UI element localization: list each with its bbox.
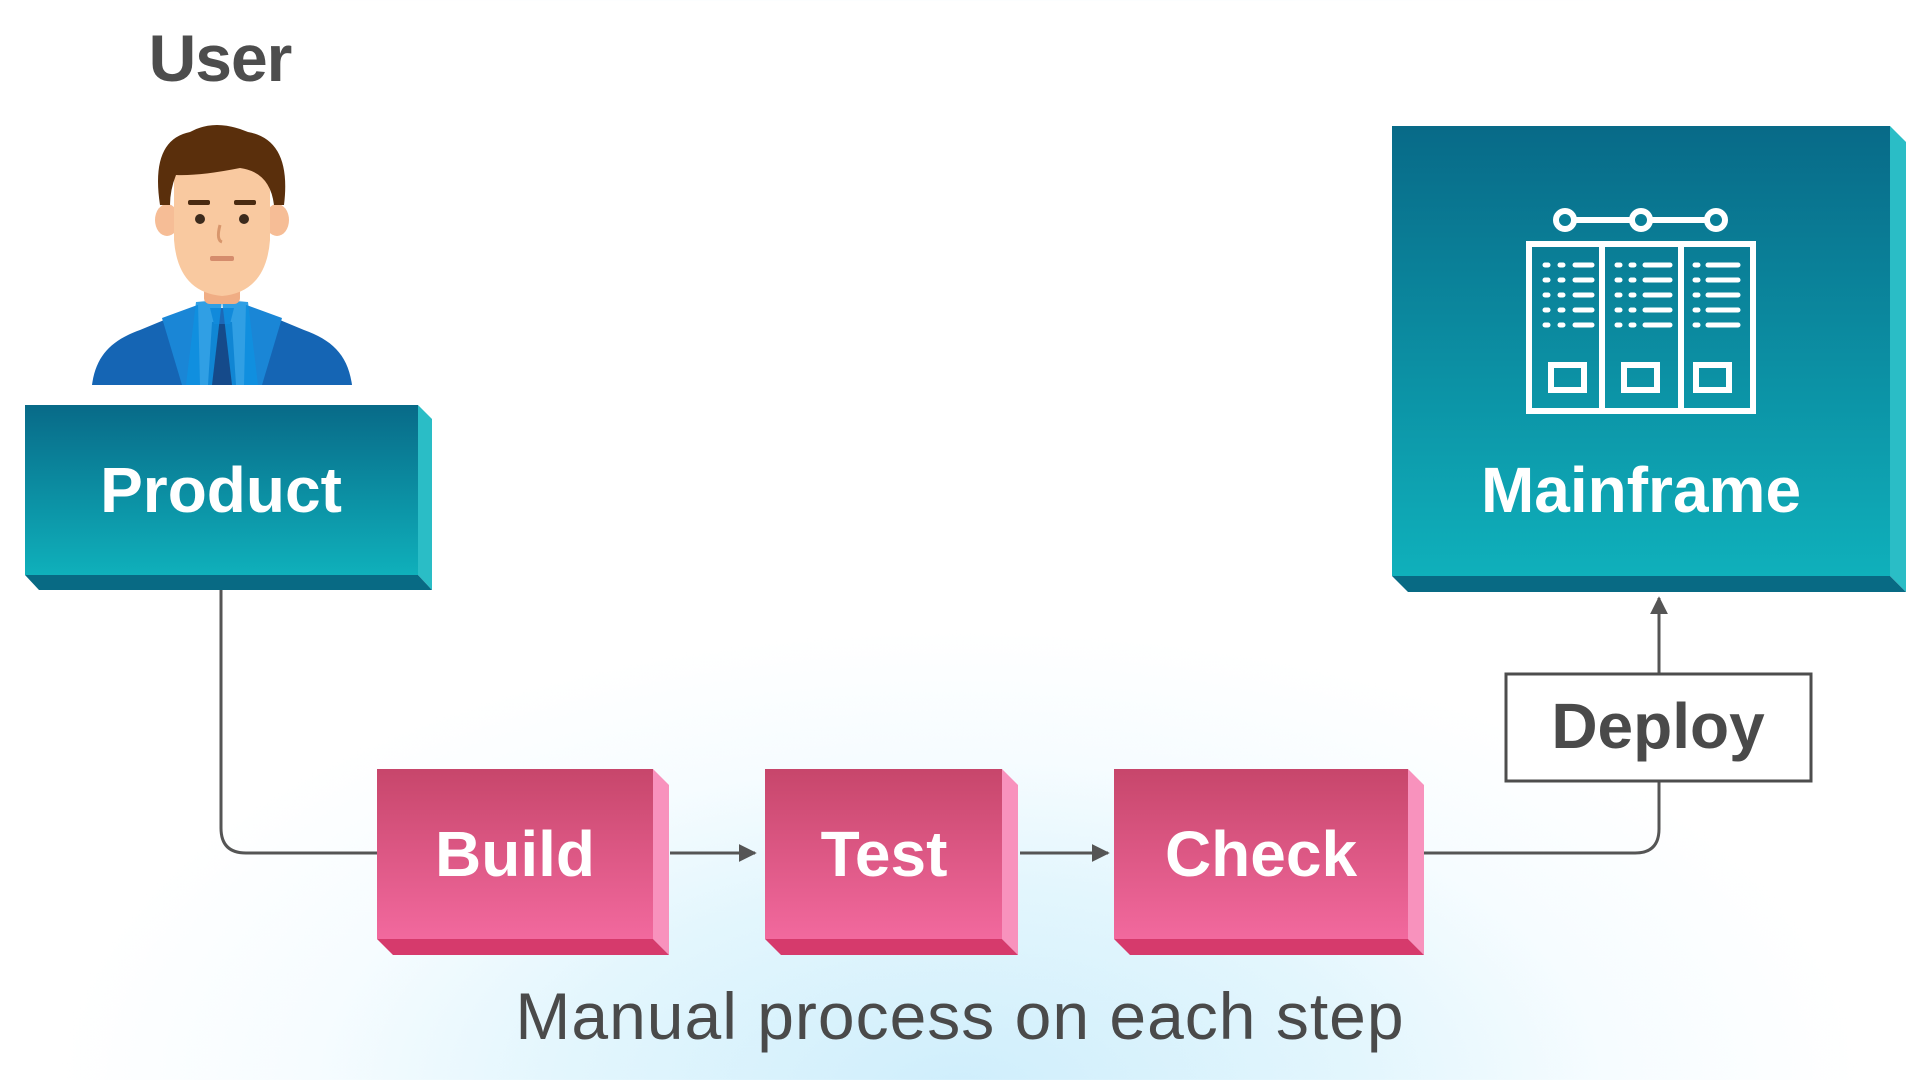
step-label-check: Check bbox=[1165, 818, 1358, 890]
mainframe-box: Mainframe bbox=[1392, 126, 1906, 592]
build-step-box: Build bbox=[377, 769, 669, 955]
connector-check-to-deploy bbox=[1424, 781, 1661, 855]
deploy-label: Deploy bbox=[1551, 690, 1765, 762]
connectors bbox=[219, 590, 1668, 862]
deploy-box: Deploy bbox=[1504, 672, 1813, 783]
person-avatar-icon bbox=[92, 125, 352, 385]
product-label: Product bbox=[100, 454, 342, 526]
check-step-box: Check bbox=[1114, 769, 1424, 955]
user-label: User bbox=[148, 21, 293, 95]
mainframe-label: Mainframe bbox=[1481, 454, 1801, 526]
footer-note: Manual process on each step bbox=[515, 979, 1405, 1053]
connector-product-to-build bbox=[219, 590, 377, 855]
step-label-test: Test bbox=[821, 818, 948, 890]
step-label-build: Build bbox=[435, 818, 595, 890]
server-rack-icon bbox=[1526, 208, 1756, 414]
product-box: Product bbox=[25, 405, 432, 590]
test-step-box: Test bbox=[765, 769, 1018, 955]
